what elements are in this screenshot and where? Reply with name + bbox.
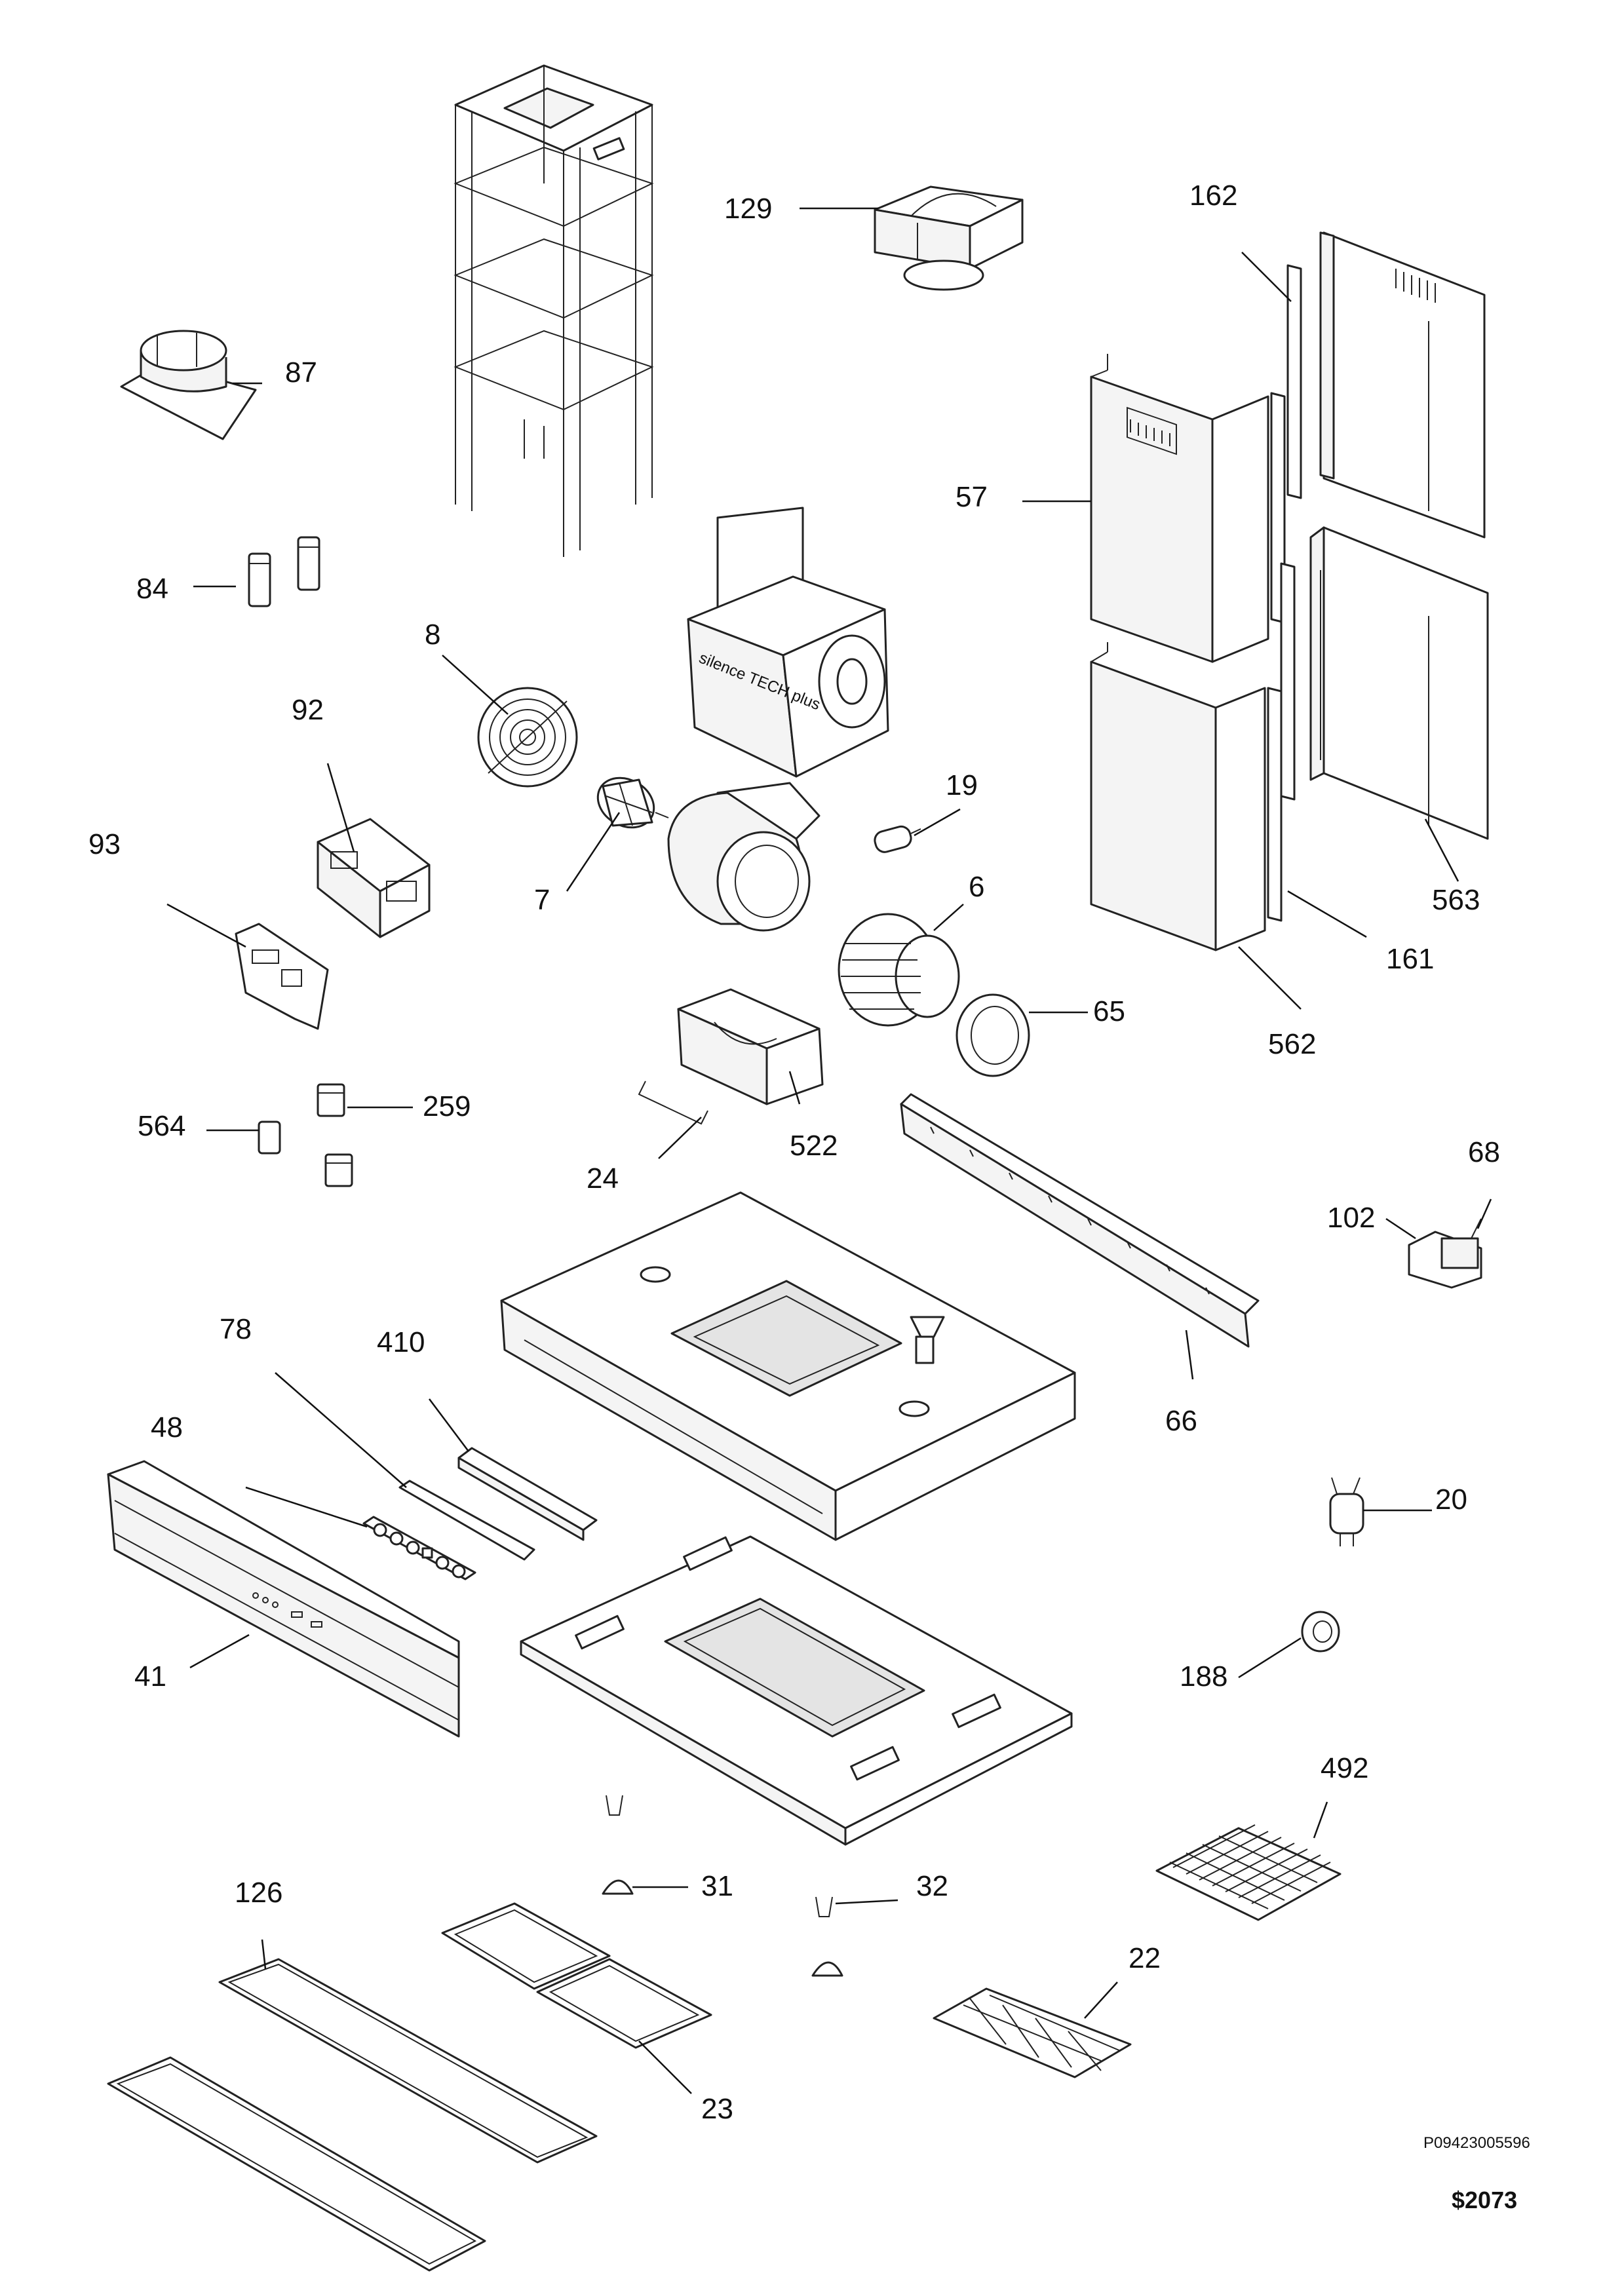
label-93: 93 — [88, 828, 121, 860]
blower-volute-part — [667, 782, 821, 932]
label-31: 31 — [701, 1870, 733, 1902]
label-92: 92 — [292, 694, 324, 726]
label-68: 68 — [1468, 1136, 1500, 1168]
upper-chimney-cover-part — [1090, 354, 1269, 663]
transformer-part — [1408, 1218, 1482, 1289]
label-564: 564 — [138, 1110, 185, 1142]
label-162: 162 — [1189, 180, 1237, 212]
wire-bracket-part — [638, 1081, 708, 1125]
foam-support-part — [677, 988, 824, 1105]
part-number-labels: 129 162 87 57 84 8 92 19 93 7 6 563 161 … — [88, 180, 1500, 2125]
leader-lines — [166, 207, 1492, 2094]
label-57: 57 — [956, 481, 988, 513]
drawing-code: P09423005596 — [1423, 2134, 1530, 2152]
grease-filters-part — [441, 1902, 712, 2049]
label-562: 562 — [1268, 1028, 1316, 1060]
inlet-ring-part — [956, 993, 1030, 1077]
label-161: 161 — [1386, 943, 1434, 975]
grommet-part — [1301, 1611, 1340, 1653]
lens-strip-part — [398, 1480, 535, 1561]
sheet-code: $2073 — [1452, 2187, 1517, 2213]
label-19: 19 — [946, 769, 978, 801]
duct-adapter-part — [120, 330, 257, 440]
label-66: 66 — [1165, 1405, 1197, 1437]
hood-bottom-tray-part — [520, 1535, 1073, 1846]
rear-rail-part — [900, 1093, 1260, 1348]
control-switches-part — [362, 1516, 476, 1580]
label-22: 22 — [1129, 1942, 1161, 1974]
label-522: 522 — [790, 1130, 838, 1162]
lower-rear-cover-part — [1309, 526, 1489, 840]
label-102: 102 — [1327, 1202, 1375, 1234]
label-129: 129 — [724, 193, 772, 225]
label-492: 492 — [1321, 1752, 1368, 1784]
label-84: 84 — [136, 573, 168, 605]
label-87: 87 — [285, 356, 317, 389]
mounting-clips-part — [248, 536, 320, 607]
label-41: 41 — [134, 1660, 166, 1693]
label-7: 7 — [534, 884, 550, 916]
label-126: 126 — [235, 1877, 282, 1909]
fan-wheel-part — [838, 913, 960, 1027]
lamp-parts — [602, 1795, 843, 1977]
label-6: 6 — [969, 871, 984, 903]
small-box-parts — [258, 1083, 353, 1187]
label-259: 259 — [423, 1090, 471, 1122]
upper-rear-cover-part — [1319, 231, 1486, 539]
label-23: 23 — [701, 2093, 733, 2125]
capacitor-part — [874, 825, 921, 853]
label-48: 48 — [151, 1411, 183, 1444]
control-box-part — [317, 818, 431, 938]
label-20: 20 — [1435, 1483, 1467, 1516]
label-8: 8 — [425, 619, 440, 651]
label-65: 65 — [1093, 995, 1125, 1027]
label-32: 32 — [916, 1870, 948, 1902]
carbon-filter-part — [933, 1987, 1132, 2078]
lower-chimney-cover-part — [1090, 642, 1266, 951]
carbon-filter-grid-part — [1155, 1824, 1342, 1921]
chimney-frame-part — [454, 64, 654, 557]
filter-cover-panels-part — [107, 1958, 598, 2272]
cover-strips-part — [1267, 264, 1302, 922]
fan-guard-part — [477, 687, 578, 788]
light-bar-part — [457, 1447, 598, 1541]
duct-diverter-part — [874, 185, 1024, 291]
label-78: 78 — [220, 1313, 252, 1345]
blower-box-part: silence TECH plus — [687, 507, 889, 778]
motor-part — [596, 776, 669, 829]
circuit-board-part — [235, 923, 329, 1030]
label-188: 188 — [1180, 1660, 1227, 1693]
label-563: 563 — [1432, 884, 1480, 916]
run-capacitor-part — [1329, 1477, 1364, 1546]
label-24: 24 — [587, 1162, 619, 1195]
label-410: 410 — [377, 1326, 425, 1358]
front-panel-part — [107, 1460, 460, 1738]
hood-body-part — [500, 1191, 1076, 1541]
